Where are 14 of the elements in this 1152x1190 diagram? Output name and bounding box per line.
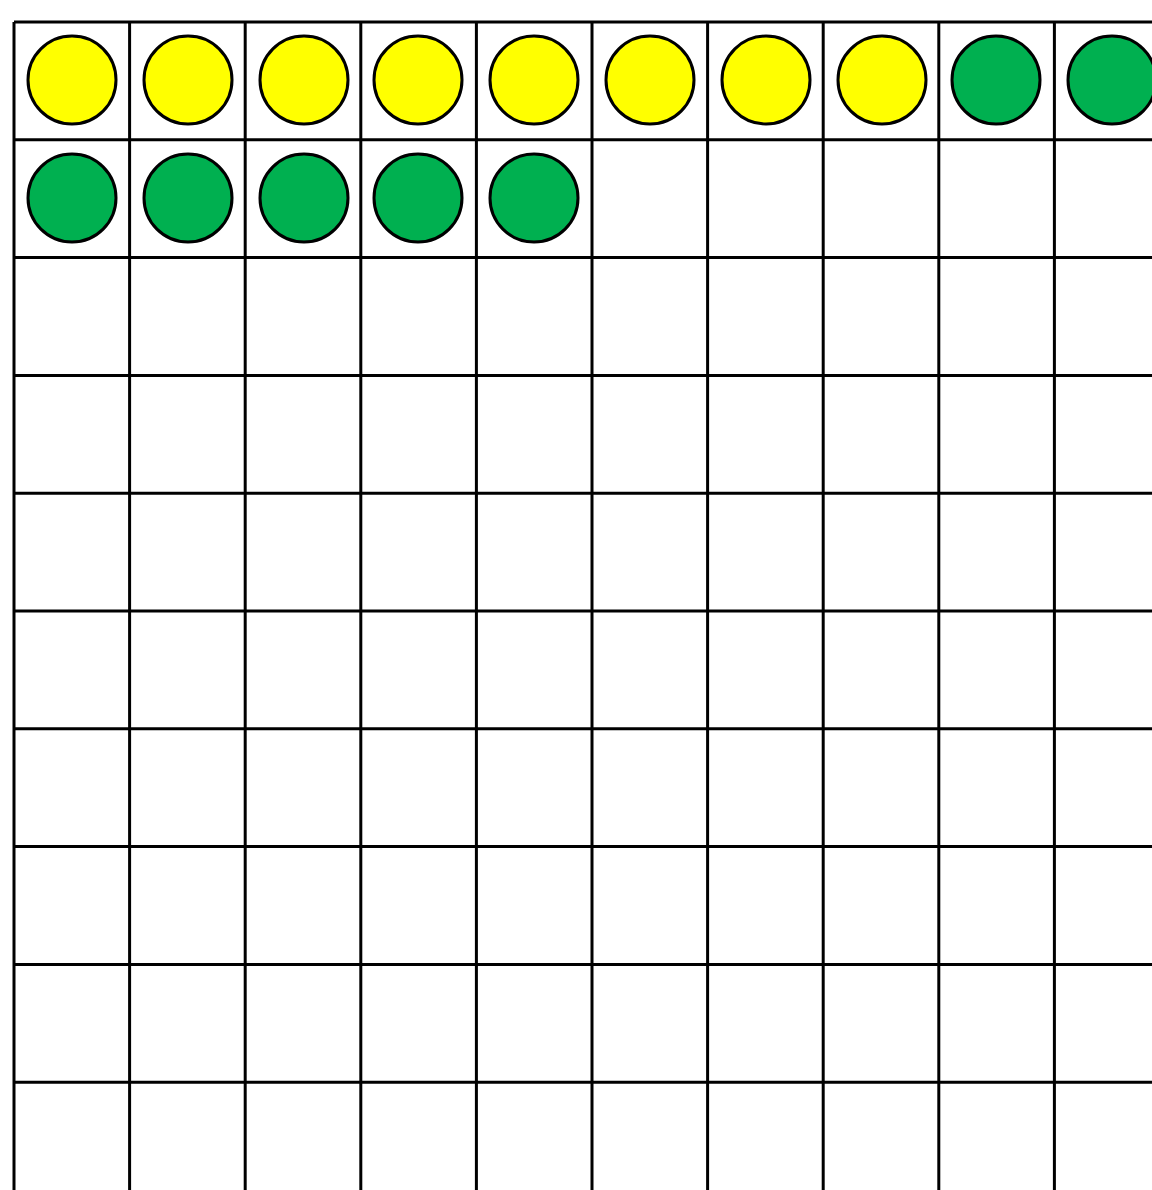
counter-circle bbox=[950, 34, 1043, 127]
counter-circle bbox=[141, 152, 234, 245]
counter-circle bbox=[488, 34, 581, 127]
counter-circle bbox=[603, 34, 696, 127]
counter-circle bbox=[719, 34, 812, 127]
counter-circle bbox=[488, 152, 581, 245]
counter-circle bbox=[25, 152, 118, 245]
counter-circle bbox=[835, 34, 927, 127]
counter-circle bbox=[372, 152, 465, 245]
counter-circle bbox=[372, 34, 465, 127]
counter-circle bbox=[257, 152, 349, 245]
counter-circle bbox=[257, 34, 349, 127]
counter-circle bbox=[25, 34, 118, 127]
counter-circle bbox=[141, 34, 234, 127]
